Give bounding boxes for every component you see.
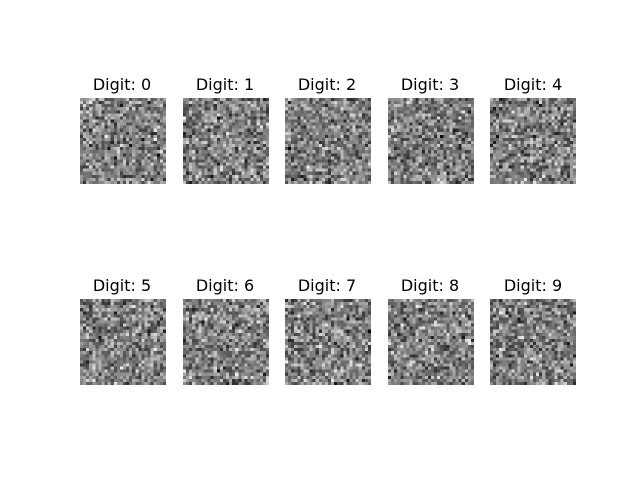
panel-title-digit-8: Digit: 8 (400, 276, 460, 295)
panel-title-digit-9: Digit: 9 (503, 276, 563, 295)
panel-title-digit-1: Digit: 1 (195, 75, 255, 94)
digit-image-5 (80, 299, 166, 385)
digit-image-0 (80, 98, 166, 184)
digit-image-6 (183, 299, 269, 385)
noise-image-1 (183, 98, 269, 184)
noise-image-2 (285, 98, 371, 184)
digit-image-7 (285, 299, 371, 385)
noise-image-3 (388, 98, 474, 184)
panel-title-digit-7: Digit: 7 (297, 276, 357, 295)
digit-image-9 (490, 299, 576, 385)
digit-image-8 (388, 299, 474, 385)
panel-title-digit-6: Digit: 6 (195, 276, 255, 295)
digit-image-2 (285, 98, 371, 184)
panel-title-digit-2: Digit: 2 (297, 75, 357, 94)
digit-image-4 (490, 98, 576, 184)
noise-image-6 (183, 299, 269, 385)
noise-image-8 (388, 299, 474, 385)
digit-image-1 (183, 98, 269, 184)
panel-title-digit-0: Digit: 0 (92, 75, 152, 94)
noise-image-9 (490, 299, 576, 385)
noise-image-0 (80, 98, 166, 184)
noise-image-4 (490, 98, 576, 184)
digit-image-3 (388, 98, 474, 184)
panel-title-digit-5: Digit: 5 (92, 276, 152, 295)
panel-title-digit-3: Digit: 3 (400, 75, 460, 94)
noise-image-7 (285, 299, 371, 385)
panel-title-digit-4: Digit: 4 (503, 75, 563, 94)
noise-image-5 (80, 299, 166, 385)
